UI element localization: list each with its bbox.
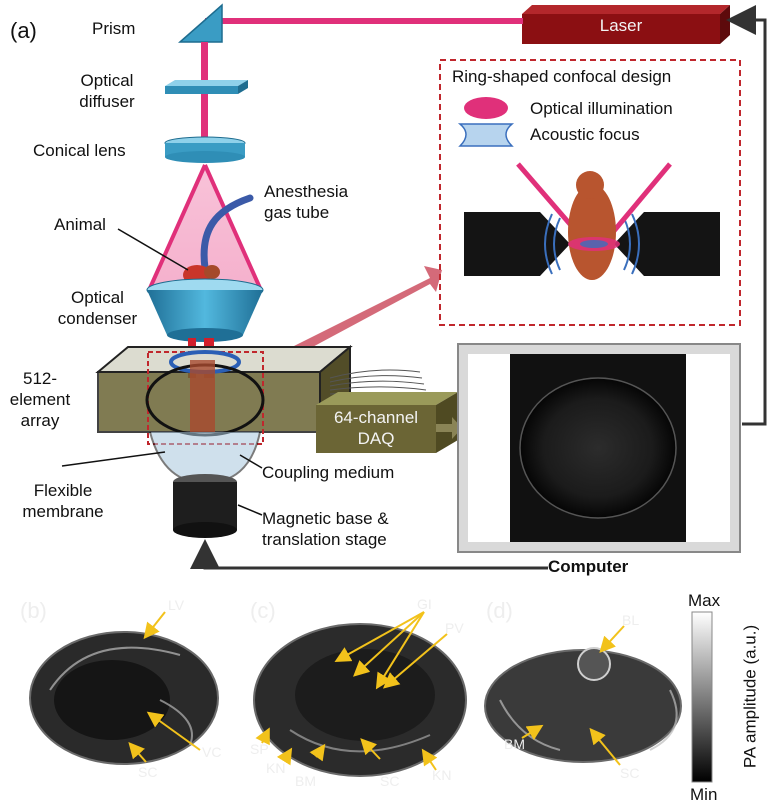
anno-d-bm: BM [504,736,525,752]
prism [178,3,223,43]
daq-to-computer-arrow [436,417,462,439]
anno-d-sc: SC [620,765,640,781]
illumination-legend-symbol [464,97,508,119]
panel-a-letter: (a) [10,18,37,43]
label-optical-diffuser: Optical diffuser [79,71,135,111]
colorbar-min-label: Min [690,785,718,804]
annotation-arrows [128,611,625,771]
panel-d-letter: (d) [486,598,513,623]
inset-illustration [464,162,720,280]
anno-b-lv: LV [168,597,185,613]
anno-c-sc: SC [380,773,400,789]
label-flexible-membrane: Flexible membrane [22,481,104,521]
daq-box [316,392,458,453]
conical-lens [164,136,246,163]
colorbar [691,611,713,783]
stage-control-line [190,539,548,570]
anno-b-sc: SC [138,764,158,780]
label-animal: Animal [54,215,106,234]
anno-c-kn-left: KN [266,760,286,776]
label-array: 512- element array [9,369,71,430]
light-cone [150,165,260,288]
inset-legend-illumination: Optical illumination [530,99,673,118]
laser-beam [205,18,523,24]
colorbar-max-label: Max [688,591,721,610]
anno-c-kn-right: KN [432,767,452,783]
acoustic-legend-symbol [457,123,515,147]
panel-c-letter: (c) [250,598,276,623]
label-conical-lens: Conical lens [33,141,126,160]
anno-b-vc: VC [202,744,222,760]
panel-b-letter: (b) [20,598,47,623]
magnetic-base [173,474,237,538]
inset-legend-acoustic: Acoustic focus [530,125,640,144]
scan-b-image [29,631,219,765]
optical-diffuser [165,80,248,94]
label-coupling-medium: Coupling medium [262,463,395,482]
anno-c-bm: BM [295,773,316,789]
label-daq: 64-channel DAQ [333,408,419,448]
anno-c-gi: GI [417,596,432,612]
label-anesthesia: Anesthesia gas tube [264,182,349,222]
label-laser: Laser [599,16,643,35]
laser-box [522,5,730,44]
anno-d-bl: BL [622,612,640,628]
anesthesia-tube [200,194,254,272]
inset-title: Ring-shaped confocal design [452,67,672,86]
optical-condenser [146,278,264,342]
anno-c-sp: SP [250,741,269,757]
label-computer: Computer [548,557,629,576]
label-prism: Prism [92,19,136,38]
colorbar-axis-label: PA amplitude (a.u.) [740,624,760,769]
label-magnetic-base: Magnetic base & translation stage [262,509,389,549]
control-line [726,5,767,426]
anno-c-pv: PV [445,620,464,636]
computer-monitor [457,343,741,553]
label-optical-condenser: Optical condenser [57,288,138,328]
water-tank [95,344,353,445]
zoom-arrow [262,266,442,372]
inset-box [439,59,741,326]
